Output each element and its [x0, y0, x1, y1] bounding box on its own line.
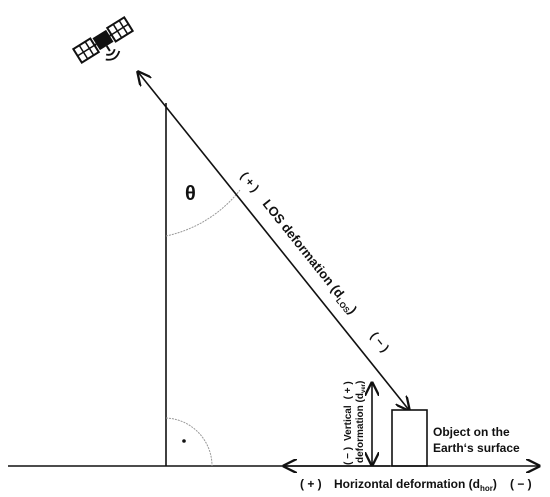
vertical-deformation-label-line1: ( − )Vertical( + ) [343, 381, 354, 465]
vertical-deformation-label-line2: deformation (dver) [355, 381, 367, 463]
los-deformation-label: LOS deformation (dLOS) [258, 196, 360, 318]
los-minus-sign: ( − ) [368, 329, 392, 355]
satellite-icon [71, 15, 135, 65]
theta-arc [165, 189, 241, 237]
horizontal-plus-sign: ( + ) [300, 477, 322, 491]
los-plus-sign: ( + ) [238, 169, 262, 195]
theta-symbol: θ [185, 183, 196, 205]
horizontal-minus-sign: ( − ) [510, 477, 532, 491]
object-label-line2: Earth‘s surface [433, 441, 520, 455]
right-angle-arc [165, 417, 213, 467]
horizontal-deformation-label: Horizontal deformation (dhor) [334, 477, 497, 493]
object-box [391, 409, 428, 467]
object-label-line1: Object on the [433, 425, 510, 439]
right-angle-dot [182, 439, 186, 443]
los-arrow [138, 72, 409, 410]
